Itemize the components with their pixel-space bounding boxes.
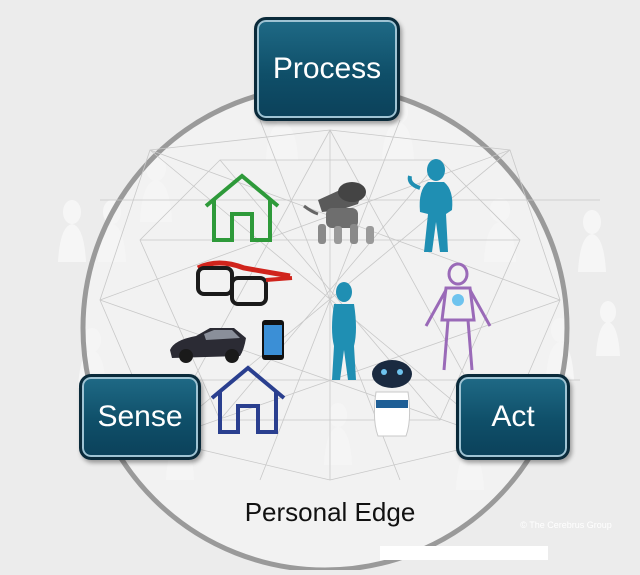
zenbo-robot-icon [372, 360, 412, 437]
house-icon-blue [210, 365, 286, 434]
credit-watermark: © The Cerebrus Group [520, 520, 612, 530]
anatomy-figure-icon [424, 262, 492, 371]
personal-edge-label: Personal Edge [244, 497, 416, 527]
bg-figure-right-4 [596, 301, 620, 356]
process-node: Process [254, 17, 400, 121]
act-node: Act [456, 374, 570, 460]
phone-icon [262, 320, 284, 360]
glasses-icon [196, 260, 293, 306]
house-icon-green [204, 173, 280, 242]
standing-man-icon [332, 282, 356, 380]
car-icon [170, 328, 246, 363]
woman-figure-icon [407, 159, 453, 252]
footer-bar [380, 546, 548, 560]
sense-node: Sense [79, 374, 201, 460]
robot-dog-icon [303, 182, 374, 244]
bg-figure-right-2 [578, 210, 606, 272]
bg-figure-left-1 [58, 200, 86, 262]
